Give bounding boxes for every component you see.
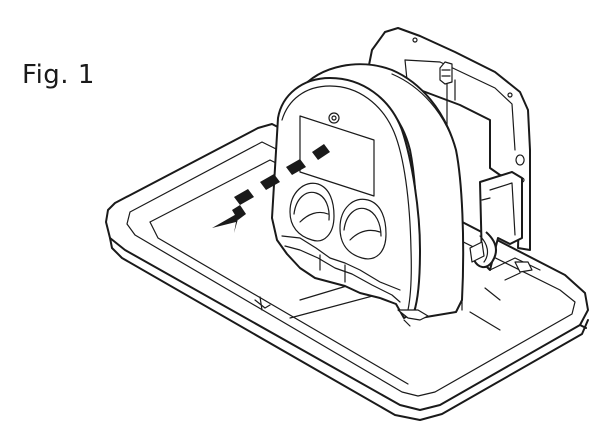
hinge-bracket bbox=[469, 171, 523, 271]
figure-label: Fig. 1 bbox=[22, 60, 95, 90]
changing-station-body bbox=[271, 63, 465, 327]
dashed-arrow-left-icon bbox=[212, 144, 330, 233]
